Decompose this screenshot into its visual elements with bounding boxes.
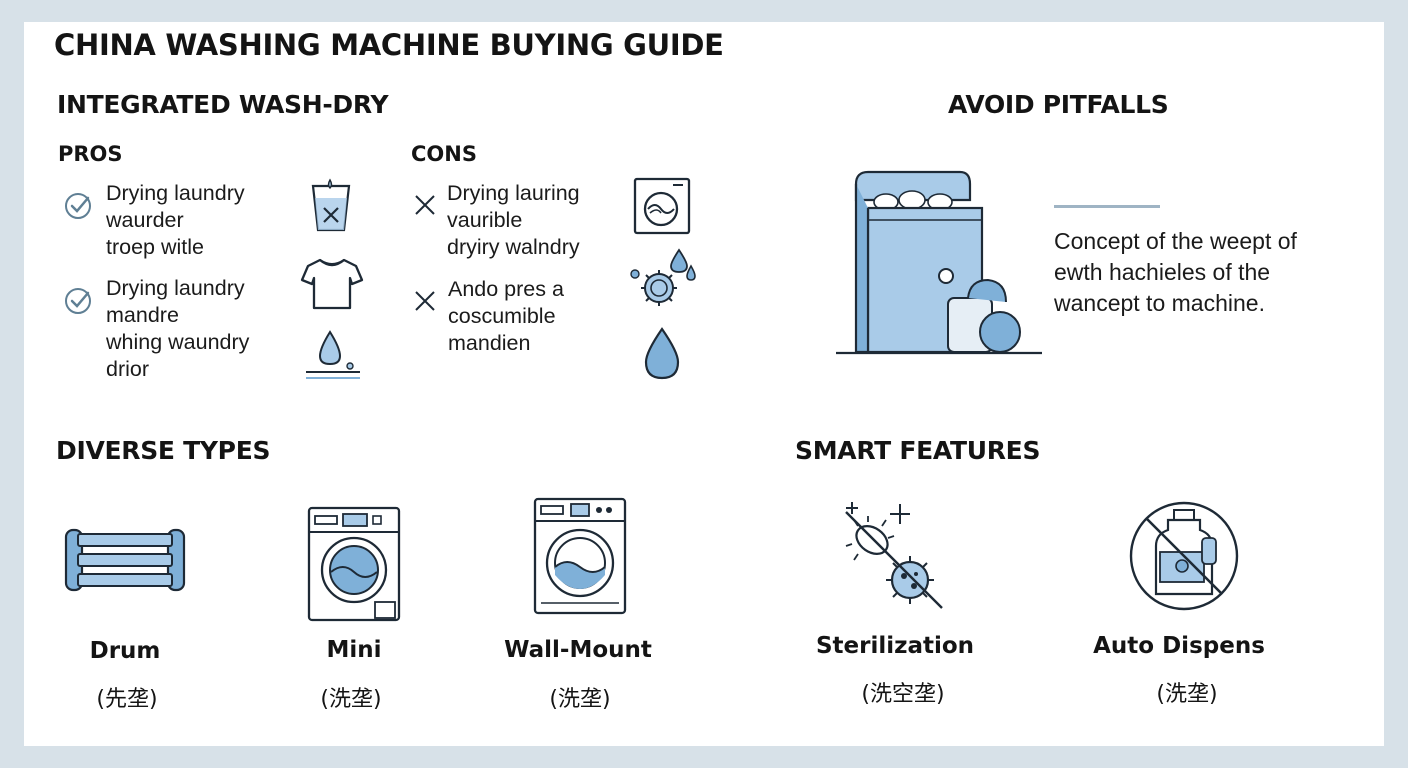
section-heading-smart: SMART FEATURES [795,436,1041,465]
cons-item-2-line: Ando pres a [448,277,564,301]
no-detergent-icon [1129,501,1239,611]
pitfalls-text-line: Concept of the weept of [1054,228,1297,254]
cons-heading: CONS [411,142,477,166]
feature-cn-sterilization: (洗空垄) [861,682,945,707]
section-heading-types: DIVERSE TYPES [56,436,271,465]
cons-item-2-line: coscumible [448,304,556,328]
page-title: CHINA WASHING MACHINE BUYING GUIDE [54,28,724,62]
pros-item-1-line: waurder [106,208,184,232]
pros-item-1: Drying laundry waurder troep witle [106,180,245,261]
feature-cn-auto-dispense: (洗垄) [1156,682,1218,707]
type-cn-mini: (洗垄) [320,687,382,712]
pros-heading: PROS [58,142,123,166]
type-cn-wall-mount: (洗垄) [549,687,611,712]
washer-tub-illustration [836,170,1042,355]
germ-icon [845,502,943,609]
cross-icon [415,195,435,215]
water-drop-icon [306,330,360,379]
pros-item-2: Drying laundry mandre whing waundry drio… [106,275,249,383]
pitfalls-text-line: ewth hachieles of the [1054,259,1271,285]
pros-item-2-line: whing waundry [106,330,250,354]
pitfalls-text: Concept of the weept of ewth hachieles o… [1054,226,1297,319]
cons-item-2: Ando pres a coscumible mandien [448,276,564,357]
pros-item-2-line: Drying laundry [106,276,245,300]
mini-washer-icon [307,506,401,622]
washer-panel-icon [633,177,691,235]
water-drop-icon [644,327,680,380]
pitfalls-divider [1054,205,1160,208]
feature-label-sterilization: Sterilization [815,633,975,659]
type-label-drum: Drum [89,638,161,664]
wall-mount-washer-icon [533,497,627,615]
tshirt-icon [300,258,364,310]
pros-item-1-line: troep witle [106,235,204,259]
cross-icon [415,291,435,311]
guide-card [24,22,1384,746]
drum-icon [64,528,186,592]
cons-item-1-line: Drying lauring [447,181,580,205]
cons-item-1-line: dryiry walndry [447,235,580,259]
section-heading-integrated: INTEGRATED WASH-DRY [57,90,389,119]
type-label-wall-mount: Wall-Mount [504,637,652,663]
feature-label-auto-dispense: Auto Dispens [1093,633,1265,659]
check-icon [65,288,91,314]
pros-item-1-line: Drying laundry [106,181,245,205]
type-cn-drum: (先垄) [96,687,158,712]
cons-item-2-line: mandien [448,331,531,355]
section-heading-pitfalls: AVOID PITFALLS [948,90,1169,119]
type-label-mini: Mini [326,637,382,663]
cons-item-1: Drying lauring vaurible dryiry walndry [447,180,580,261]
check-icon [65,193,91,219]
cons-item-1-line: vaurible [447,208,523,232]
water-cup-icon [311,178,351,232]
pitfalls-text-line: wancept to machine. [1054,290,1265,316]
bacteria-drops-icon [630,248,696,306]
pros-item-2-line: drior [106,357,150,381]
pros-item-2-line: mandre [106,303,179,327]
